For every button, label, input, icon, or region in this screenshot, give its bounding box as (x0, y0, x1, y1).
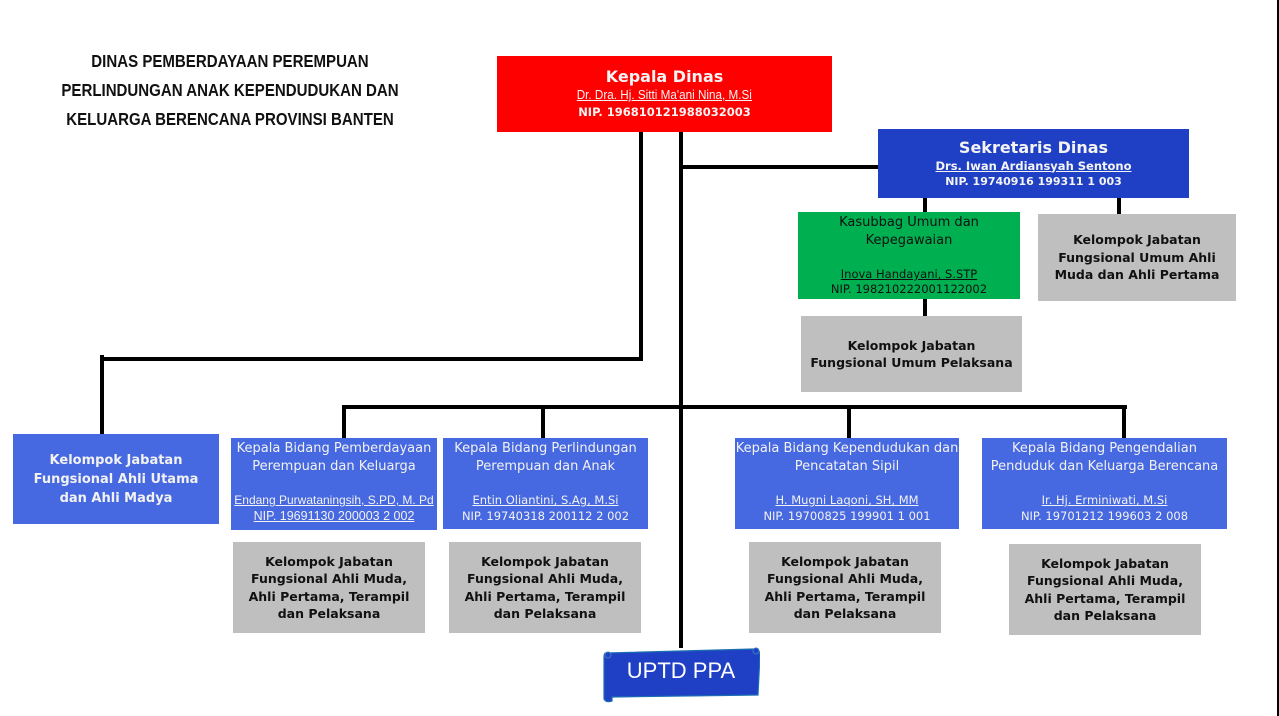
bidang-1-title: Kepala Bidang Pemberdayaan Perempuan dan… (236, 441, 432, 474)
kasubbag-nip: NIP. 198210222001122002 (830, 282, 988, 296)
bidang-4-group-box: Kelompok Jabatan Fungsional Ahli Muda, A… (1009, 544, 1201, 635)
bidang-2-group-box: Kelompok Jabatan Fungsional Ahli Muda, A… (449, 542, 641, 633)
kepala-dinas-nip: NIP. 196810121988032003 (578, 105, 751, 119)
bidang-4-title: Kepala Bidang Pengendalian Penduduk dan … (990, 441, 1219, 474)
kasubbag-title: Kasubbag Umum dan Kepegawaian (839, 215, 979, 248)
uptd-ppa-label: UPTD PPA (626, 658, 736, 683)
sekretaris-title: Sekretaris Dinas (958, 137, 1109, 157)
bidang-box-3: Kepala Bidang Kependudukan dan Pencatata… (735, 438, 959, 529)
kepala-dinas-box: Kepala Dinas Dr. Dra. Hj. Sitti Ma'ani N… (497, 56, 832, 132)
fungsional-utama-box: Kelompok Jabatan Fungsional Ahli Utama d… (13, 434, 219, 524)
connector-left-vertical (639, 132, 643, 361)
org-title: DINAS PEMBERDAYAAN PEREMPUAN PERLINDUNGA… (54, 47, 407, 134)
connector-bidang-1 (342, 405, 346, 439)
scroll-banner-icon (603, 647, 760, 703)
page-right-edge (1277, 0, 1279, 716)
fungsional-utama-label: Kelompok Jabatan Fungsional Ahli Utama d… (33, 452, 199, 506)
sekretaris-nip: NIP. 19740916 199311 1 003 (945, 174, 1122, 188)
connector-bidang-horizontal (342, 405, 1127, 409)
bidang-3-title: Kepala Bidang Kependudukan dan Pencatata… (735, 441, 959, 474)
fungsional-umum-muda-box: Kelompok Jabatan Fungsional Umum Ahli Mu… (1038, 214, 1236, 301)
uptd-ppa-banner: UPTD PPA (602, 645, 760, 703)
connector-utama-vertical (100, 355, 104, 434)
bidang-1-nip: NIP. 19691130 200003 2 002 (253, 509, 415, 523)
bidang-2-name: Entin Oliantini, S.Ag, M.Si (472, 493, 619, 507)
bidang-4-name: Ir. Hj. Erminiwati, M.Si (1041, 493, 1168, 507)
kepala-dinas-title: Kepala Dinas (605, 67, 724, 86)
connector-fungsional-muda (1117, 198, 1121, 214)
kepala-dinas-name: Dr. Dra. Hj. Sitti Ma'ani Nina, M.Si (576, 87, 753, 102)
connector-bidang-3 (847, 405, 851, 439)
connector-kasubbag-pelaksana (923, 299, 927, 317)
kasubbag-box: Kasubbag Umum dan Kepegawaian Inova Hand… (798, 212, 1020, 299)
sekretaris-dinas-box: Sekretaris Dinas Drs. Iwan Ardiansyah Se… (878, 129, 1189, 198)
org-title-line-3: KELUARGA BERENCANA PROVINSI BANTEN (66, 109, 394, 129)
kasubbag-name: Inova Handayani, S.STP (840, 267, 978, 281)
bidang-1-name: Endang Purwataningsih, S.PD, M. Pd (234, 493, 434, 507)
bidang-box-1: Kepala Bidang Pemberdayaan Perempuan dan… (231, 438, 437, 530)
bidang-2-group-label: Kelompok Jabatan Fungsional Ahli Muda, A… (464, 553, 626, 622)
bidang-3-group-label: Kelompok Jabatan Fungsional Ahli Muda, A… (764, 553, 926, 622)
bidang-3-name: H. Mugni Laqoni, SH, MM (775, 493, 919, 507)
bidang-4-nip: NIP. 19701212 199603 2 008 (1020, 509, 1189, 523)
connector-bidang-2 (541, 405, 545, 439)
fungsional-umum-pelaksana-box: Kelompok Jabatan Fungsional Umum Pelaksa… (801, 316, 1022, 392)
org-title-line-2: PERLINDUNGAN ANAK KEPENDUDUKAN DAN (61, 80, 399, 100)
sekretaris-name: Drs. Iwan Ardiansyah Sentono (935, 158, 1132, 173)
org-title-line-1: DINAS PEMBERDAYAAN PEREMPUAN (91, 51, 369, 71)
bidang-box-4: Kepala Bidang Pengendalian Penduduk dan … (982, 438, 1227, 529)
connector-kasubbag-vertical (923, 198, 927, 212)
bidang-3-group-box: Kelompok Jabatan Fungsional Ahli Muda, A… (749, 542, 941, 633)
connector-sekretaris-horizontal (681, 165, 879, 169)
bidang-box-2: Kepala Bidang Perlindungan Perempuan dan… (443, 438, 648, 529)
bidang-2-nip: NIP. 19740318 200112 2 002 (461, 509, 630, 523)
bidang-4-group-label: Kelompok Jabatan Fungsional Ahli Muda, A… (1024, 555, 1186, 624)
bidang-1-group-box: Kelompok Jabatan Fungsional Ahli Muda, A… (233, 542, 425, 633)
bidang-3-nip: NIP. 19700825 199901 1 001 (763, 509, 931, 523)
connector-bidang-4 (1122, 405, 1126, 439)
fungsional-umum-muda-label: Kelompok Jabatan Fungsional Umum Ahli Mu… (1054, 232, 1220, 283)
connector-main-vertical (679, 132, 683, 648)
connector-left-horizontal (100, 357, 643, 361)
bidang-2-title: Kepala Bidang Perlindungan Perempuan dan… (454, 441, 637, 474)
fungsional-umum-pelaksana-label: Kelompok Jabatan Fungsional Umum Pelaksa… (810, 337, 1013, 371)
bidang-1-group-label: Kelompok Jabatan Fungsional Ahli Muda, A… (248, 553, 410, 622)
